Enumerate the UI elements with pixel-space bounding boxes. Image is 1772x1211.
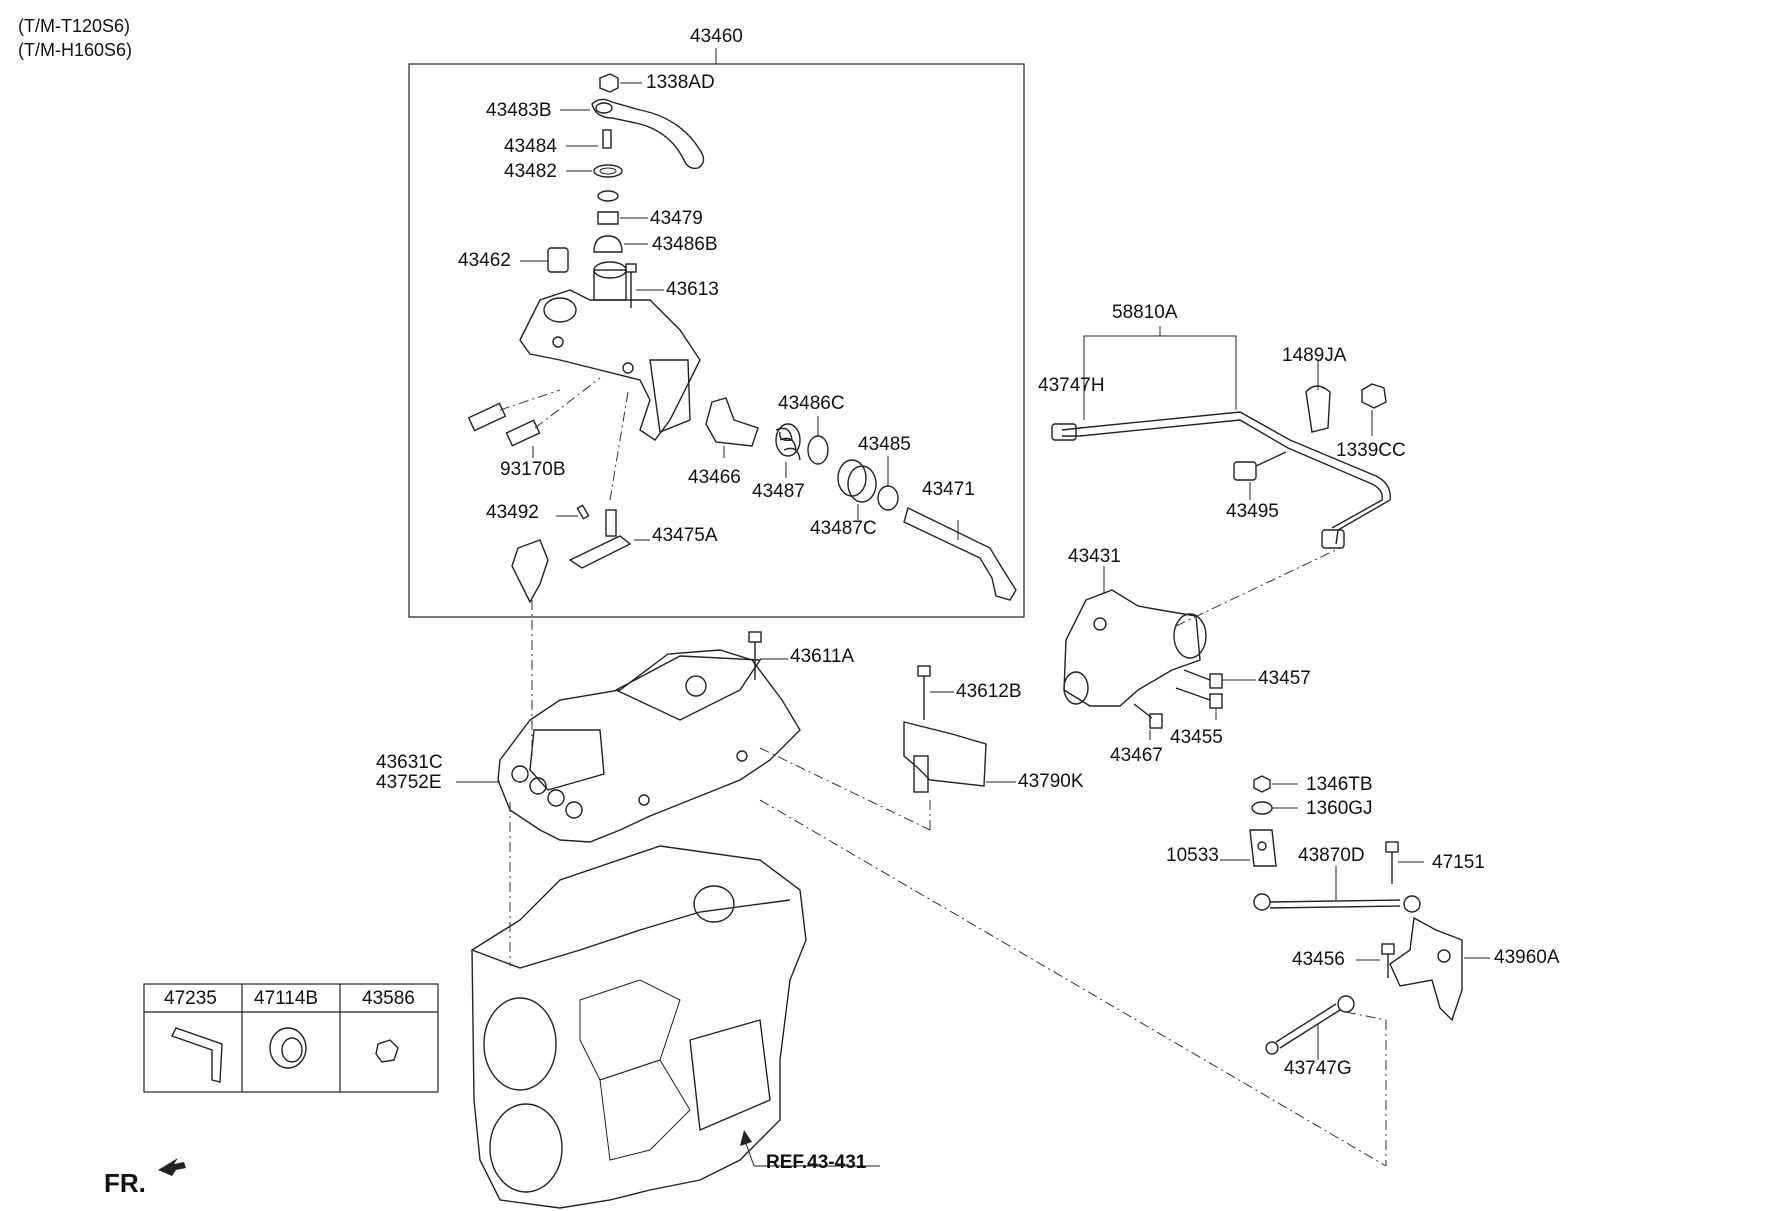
label-43466: 43466: [688, 467, 741, 488]
spring-43487: [775, 423, 801, 478]
model-line-2: (T/M-H160S6): [18, 40, 133, 60]
label-47151: 47151: [1432, 852, 1485, 873]
label-43611A: 43611A: [790, 646, 855, 667]
label-43747G: 43747G: [1284, 1058, 1352, 1079]
bracket-43960A: [1389, 916, 1490, 1022]
label-43486B: 43486B: [652, 234, 718, 255]
seat-43486C: [807, 416, 829, 465]
bolt-43456: [1356, 943, 1395, 978]
label-43484: 43484: [504, 136, 557, 157]
label-43483B: 43483B: [486, 100, 552, 121]
label-43613: 43613: [666, 279, 719, 300]
model-line-1: (T/M-T120S6): [18, 16, 131, 36]
label-1338AD: 1338AD: [646, 72, 715, 93]
label-43462: 43462: [458, 250, 511, 271]
label-10533: 10533: [1166, 845, 1219, 866]
bushing-43479: [597, 211, 648, 225]
label-43431: 43431: [1068, 546, 1121, 567]
label-43456: 43456: [1292, 949, 1345, 970]
shaft-43471: [903, 507, 1017, 601]
label-93170B: 93170B: [500, 459, 566, 480]
table-header-47235: 47235: [164, 988, 217, 1009]
label-43752E: 43752E: [376, 772, 442, 793]
bolt-43613: [625, 263, 664, 308]
parts-table: [143, 983, 439, 1093]
ref-label[interactable]: REF.43-431: [766, 1152, 867, 1173]
ring-43482-b: [597, 190, 619, 202]
nut-1339CC: [1361, 383, 1387, 436]
label-1346TB: 1346TB: [1306, 774, 1373, 795]
label-58810A: 58810A: [1112, 302, 1178, 323]
bolt-43457: [1183, 669, 1256, 689]
label-43485: 43485: [858, 434, 911, 455]
label-43747H: 43747H: [1038, 375, 1105, 396]
label-1360GJ: 1360GJ: [1306, 798, 1373, 819]
label-43475A: 43475A: [652, 525, 718, 546]
plug-43462: [520, 247, 569, 273]
plate-10533: [1220, 829, 1277, 867]
transmission-case: [471, 845, 807, 1209]
table-header-47114B: 47114B: [254, 988, 319, 1009]
rod-43870D: [1253, 866, 1421, 913]
bolt-43611A: [748, 631, 788, 680]
pipe-58810A: [1051, 326, 1391, 549]
front-arrow: [158, 1158, 186, 1176]
label-43631C: 43631C: [376, 752, 443, 773]
label-43870D: 43870D: [1298, 845, 1365, 866]
label-43467: 43467: [1110, 745, 1163, 766]
label-43457: 43457: [1258, 668, 1311, 689]
table-header-43586: 43586: [362, 988, 415, 1009]
link-43747G: [1265, 995, 1355, 1060]
label-43487C: 43487C: [810, 518, 877, 539]
label-43612B: 43612B: [956, 681, 1022, 702]
washer-43485: [877, 456, 899, 511]
front-label: FR.: [104, 1168, 146, 1198]
pin-43484: [566, 129, 612, 149]
bracket-43790K: [903, 721, 1016, 793]
bolt-47151: [1385, 841, 1424, 884]
washer-1360GJ: [1251, 801, 1298, 815]
washer-43482: [566, 164, 623, 178]
bracket-43466: [705, 397, 759, 458]
bolt-43455: [1175, 687, 1223, 720]
bolt-43467: [1133, 703, 1163, 740]
ref-arrow: [740, 1130, 880, 1167]
label-43455: 43455: [1170, 727, 1223, 748]
label-43492: 43492: [486, 502, 539, 523]
top-cover-43631C: [456, 649, 801, 843]
label-43495: 43495: [1226, 501, 1279, 522]
clamp-1489JA: [1305, 360, 1331, 433]
pin-43492: [556, 504, 590, 520]
label-43486C: 43486C: [778, 393, 845, 414]
bolt-43612B: [917, 665, 954, 720]
nut-1346TB: [1253, 775, 1298, 793]
label-43487: 43487: [752, 481, 805, 502]
label-43479: 43479: [650, 208, 703, 229]
label-43471: 43471: [922, 479, 975, 500]
label-1489JA: 1489JA: [1282, 345, 1347, 366]
label-43460: 43460: [690, 26, 743, 47]
cylinder-43431: [1063, 566, 1207, 707]
label-43482: 43482: [504, 161, 557, 182]
bolt-43495: [1233, 451, 1287, 500]
switch-93170B: [467, 377, 601, 458]
label-1339CC: 1339CC: [1336, 440, 1406, 461]
shift-tower-housing: [519, 261, 701, 441]
label-43790K: 43790K: [1018, 771, 1084, 792]
label-43960A: 43960A: [1494, 947, 1560, 968]
nut-1338AD: [599, 73, 642, 93]
lever-43475A: [511, 509, 650, 604]
cap-43486B: [593, 235, 648, 253]
spring-43487C: [837, 459, 877, 520]
lever-43483B: [560, 98, 705, 170]
